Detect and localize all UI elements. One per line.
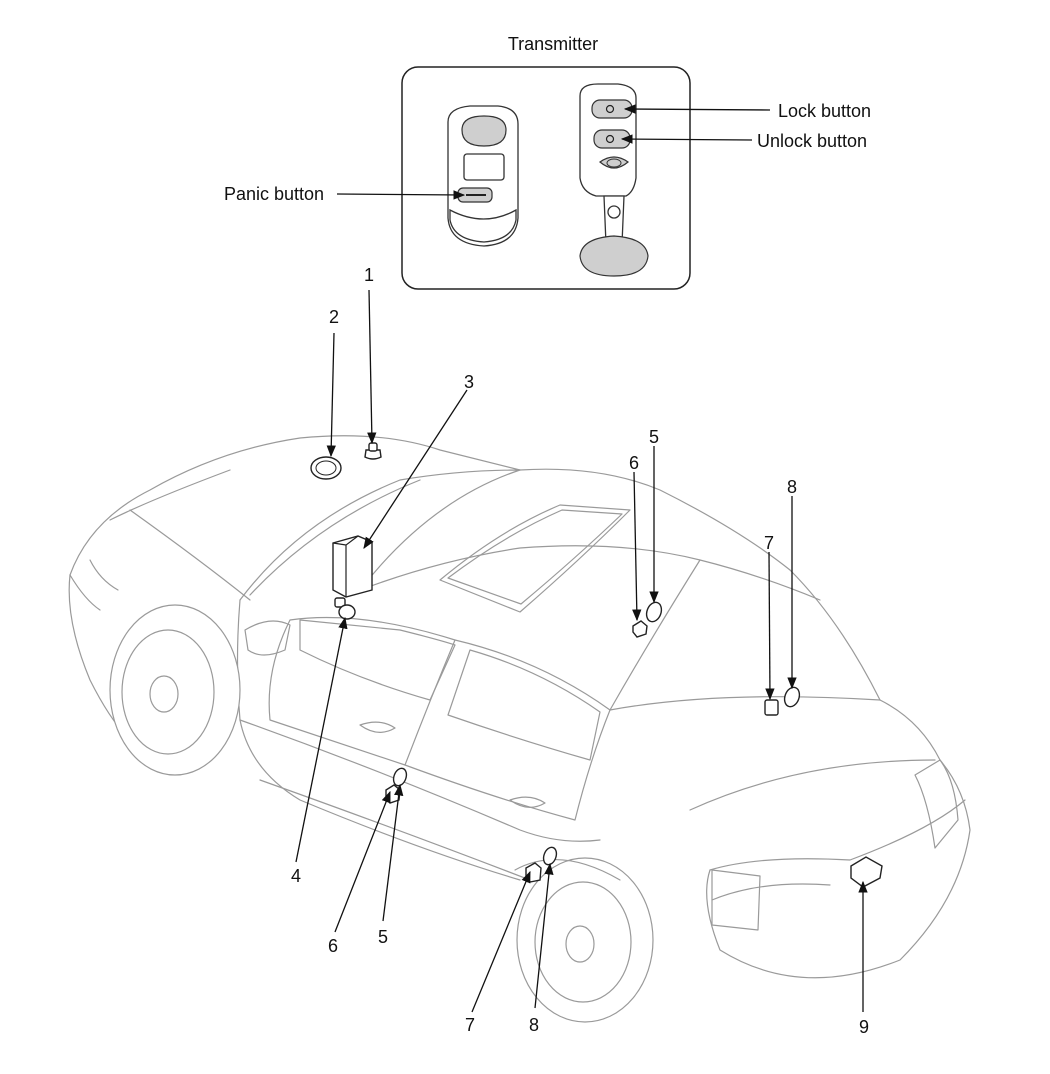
component-8-left-rear bbox=[542, 846, 558, 866]
leader-7b bbox=[471, 870, 531, 1013]
leader-6a bbox=[632, 471, 642, 622]
callout-9: 9 bbox=[859, 1017, 869, 1037]
leader-4 bbox=[295, 616, 348, 863]
callout-6-right-front: 6 bbox=[629, 453, 639, 473]
panic-button-label: Panic button bbox=[224, 184, 324, 204]
component-7-left-rear bbox=[525, 862, 542, 883]
callout-3: 3 bbox=[464, 372, 474, 392]
unlock-button-label: Unlock button bbox=[757, 131, 867, 151]
callout-8-left-rear: 8 bbox=[529, 1015, 539, 1035]
leader-2 bbox=[326, 332, 336, 458]
unlock-leader bbox=[620, 134, 753, 144]
component-3-control-module bbox=[332, 535, 373, 598]
car-outline bbox=[68, 435, 971, 1023]
panic-leader bbox=[336, 190, 466, 200]
callout-7-left-rear: 7 bbox=[465, 1015, 475, 1035]
callout-5-right-front: 5 bbox=[649, 427, 659, 447]
component-2-horn bbox=[310, 456, 342, 480]
callout-2: 2 bbox=[329, 307, 339, 327]
component-8-right-rear bbox=[783, 686, 801, 708]
component-5-right-front bbox=[645, 601, 663, 623]
component-6-right-front bbox=[632, 620, 648, 638]
transmitter-title: Transmitter bbox=[508, 34, 598, 54]
callout-8-right-rear: 8 bbox=[787, 477, 797, 497]
leader-7a bbox=[765, 551, 775, 701]
component-7-right-rear bbox=[764, 699, 779, 716]
component-9-trunk bbox=[850, 856, 883, 888]
leader-3 bbox=[363, 389, 468, 549]
lock-leader bbox=[623, 104, 771, 114]
panic-button[interactable] bbox=[457, 187, 493, 203]
leader-8b bbox=[534, 862, 554, 1009]
callout-7-right-rear: 7 bbox=[764, 533, 774, 553]
lock-button-label: Lock button bbox=[778, 101, 871, 121]
leader-5b bbox=[382, 783, 404, 922]
callout-1: 1 bbox=[364, 265, 374, 285]
leader-1 bbox=[367, 289, 377, 445]
callout-5-left-front: 5 bbox=[378, 927, 388, 947]
component-1-hood-switch bbox=[364, 442, 382, 460]
leader-6b bbox=[334, 790, 391, 933]
callout-4: 4 bbox=[291, 866, 301, 886]
key-fob-back bbox=[447, 105, 519, 247]
callout-6-left-front: 6 bbox=[328, 936, 338, 956]
component-4-door-lock bbox=[334, 597, 356, 620]
